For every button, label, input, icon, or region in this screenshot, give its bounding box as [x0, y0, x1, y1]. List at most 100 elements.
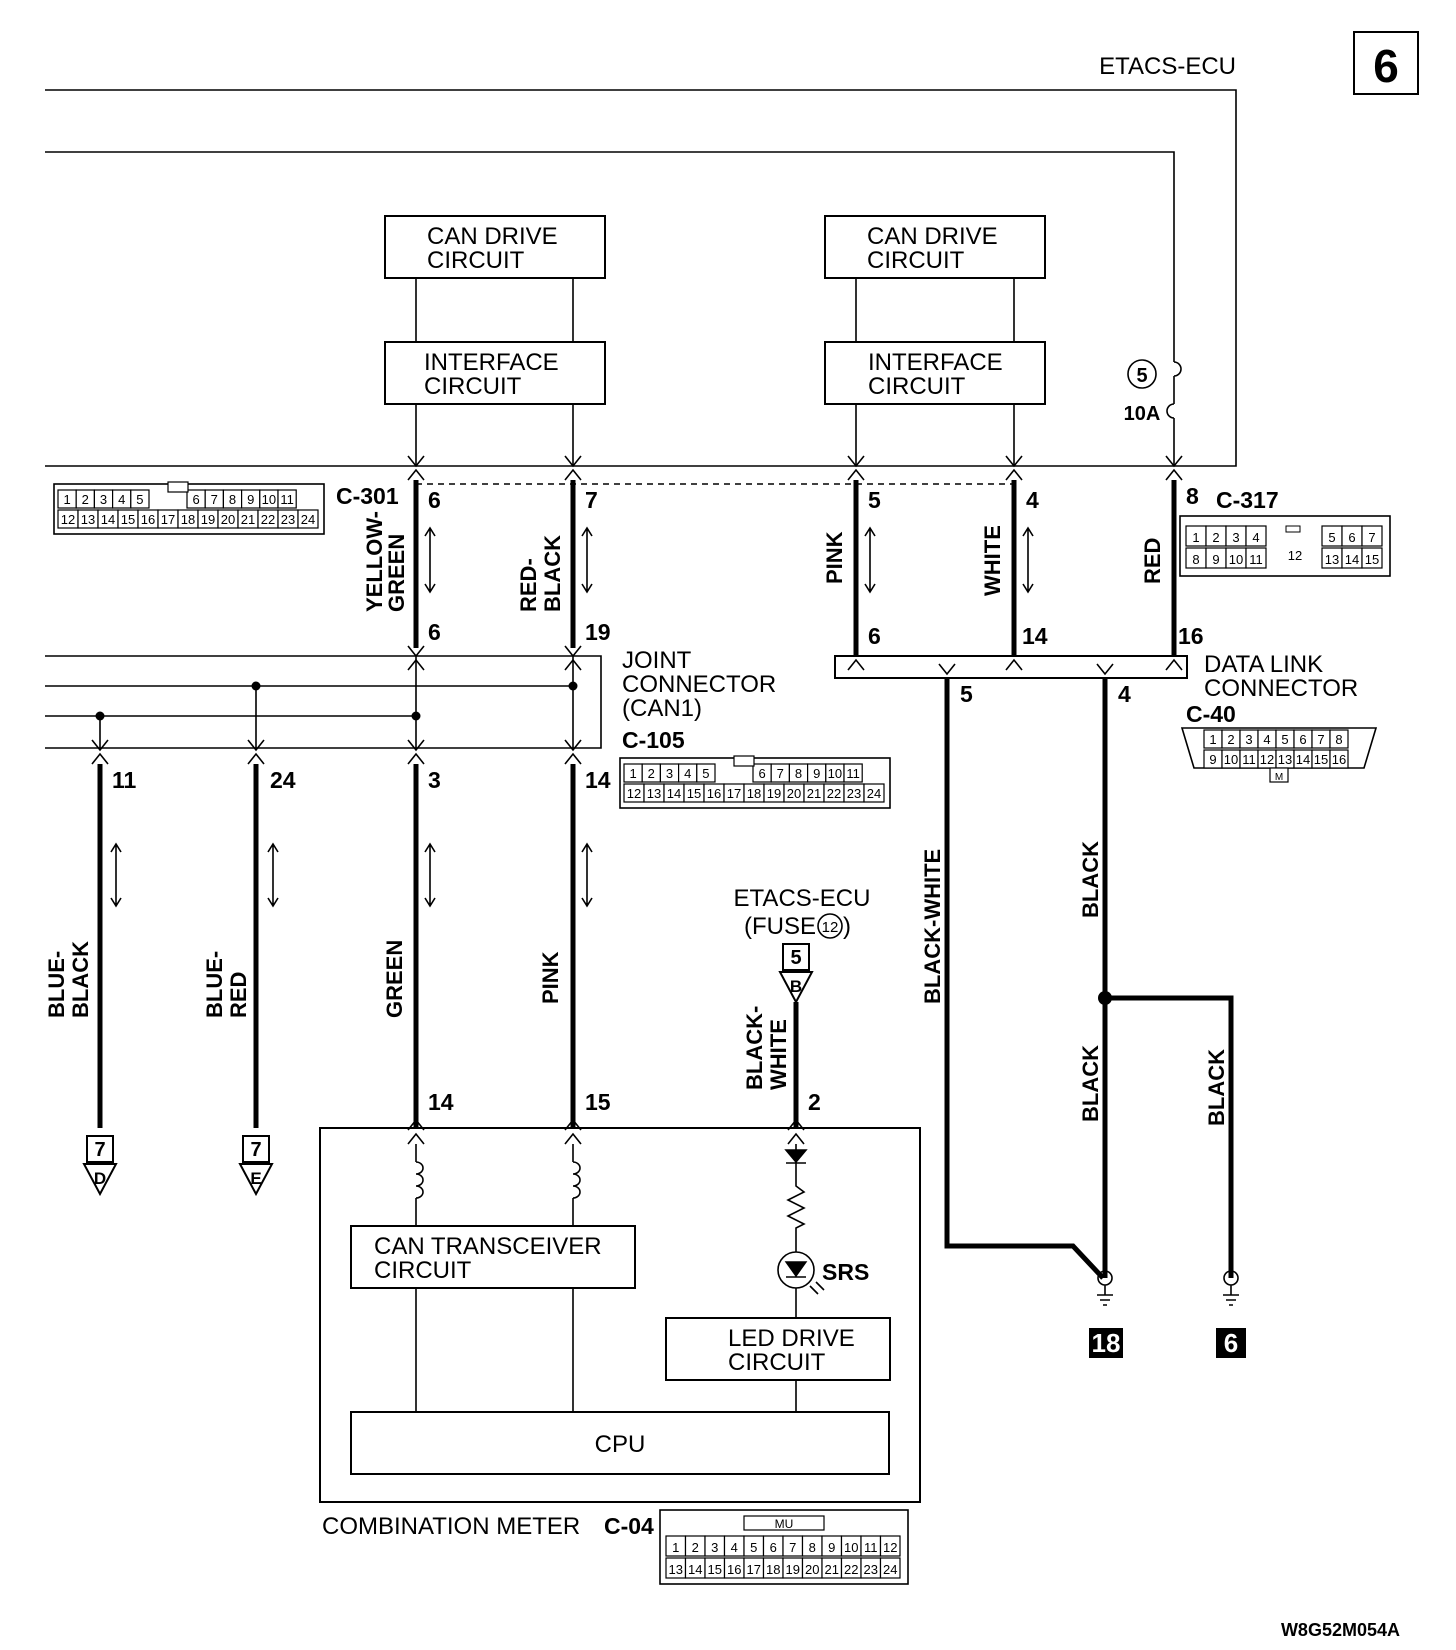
c301-cell-label: 21 — [241, 512, 255, 527]
c40-cell-label: 10 — [1224, 752, 1238, 767]
combination-meter-label: COMBINATION METER — [322, 1513, 580, 1540]
wire-black-branch — [1105, 995, 1234, 1278]
c301-cell — [297, 509, 319, 529]
c04-cell-label: 1 — [672, 1540, 679, 1555]
can-transceiver-label-1: CAN TRANSCEIVER — [374, 1233, 602, 1260]
wire-black-white-dlc — [944, 678, 1105, 1280]
c40-cell-label: 15 — [1314, 752, 1328, 767]
pin-meter-15: 15 — [585, 1089, 611, 1115]
c105-cell-label: 7 — [777, 766, 784, 781]
c301-cell-label: 4 — [118, 492, 125, 507]
ground-18-badge — [1089, 1328, 1123, 1358]
c301-cell-label: 24 — [301, 512, 315, 527]
pin-dlc-6: 6 — [868, 623, 881, 649]
c105-cell-label: 1 — [629, 766, 636, 781]
c40-cell-label: 8 — [1335, 732, 1342, 747]
wire-label-white: WHITE — [980, 525, 1005, 596]
page-number: 6 — [1373, 40, 1399, 92]
c301-cell-label: 23 — [281, 512, 295, 527]
etacs-terminal-marks — [407, 455, 1183, 481]
black-splice-dot — [1098, 991, 1112, 1005]
c105-cell-label: 8 — [795, 766, 802, 781]
pin-dlc-16: 16 — [1178, 623, 1204, 649]
joint-connector-outline — [45, 655, 602, 749]
can-drive-circuit-right — [824, 215, 1046, 279]
c317-cell-label: 1 — [1192, 530, 1199, 545]
c105-cell — [696, 763, 716, 783]
etacs-internal-lines — [415, 278, 1015, 466]
pin-c301-4: 4 — [1026, 487, 1039, 513]
pin-meter-2: 2 — [808, 1089, 821, 1115]
pin-joint-19: 19 — [585, 619, 611, 645]
wire-label-yellow-green-1: YELLOW- — [362, 511, 387, 612]
joint-dot-3 — [411, 711, 421, 721]
interface-right-label-1: INTERFACE — [868, 349, 1003, 376]
wire-label-pink-top: PINK — [822, 531, 847, 584]
c04-cell-label: 21 — [825, 1562, 839, 1577]
c40-cell-label: 1 — [1209, 732, 1216, 747]
c301-cell — [130, 489, 150, 509]
c301-cell — [277, 489, 297, 509]
wire-label-yellow-green-2: GREEN — [384, 534, 409, 612]
c317-cell — [1361, 525, 1383, 547]
continuation-d-page-box — [86, 1135, 114, 1163]
c317-cell-label: 8 — [1192, 552, 1199, 567]
c317-cell-label: 5 — [1328, 530, 1335, 545]
led-drive-label-2: CIRCUIT — [728, 1349, 826, 1376]
c301-cell-label: 12 — [61, 512, 75, 527]
c301-cell-label: 2 — [82, 492, 89, 507]
srs-label: SRS — [822, 1259, 869, 1285]
wire-label-black-white-meter-2: WHITE — [766, 1019, 791, 1090]
c105-cell-label: 19 — [767, 786, 781, 801]
connector-c105-name: C-105 — [622, 727, 685, 753]
c105-cell — [843, 763, 863, 783]
c04-cell-label: 22 — [844, 1562, 858, 1577]
c04-cell-label: 3 — [711, 1540, 718, 1555]
dlc-terminal-marks — [847, 658, 1183, 676]
data-link-connector-bar — [834, 655, 1188, 679]
pin-joint-3: 3 — [428, 767, 441, 793]
joint-connector-label-1: JOINT — [622, 647, 692, 674]
interface-right-label-2: CIRCUIT — [868, 373, 966, 400]
c40-marker-box — [1269, 767, 1289, 783]
c105-cell-label: 22 — [827, 786, 841, 801]
c105-key — [733, 755, 755, 767]
etacs-ecu-title: ETACS-ECU — [1099, 53, 1236, 80]
wire-label-black-3: BLACK — [1204, 1049, 1229, 1126]
can-transceiver-box — [350, 1225, 636, 1289]
ground-18-label: 18 — [1092, 1328, 1121, 1358]
pin-meter-14: 14 — [428, 1089, 454, 1115]
c04-cell-label: 7 — [789, 1540, 796, 1555]
c317-key — [1285, 525, 1301, 533]
c301-cell-label: 10 — [262, 492, 276, 507]
pin-c317-8: 8 — [1186, 483, 1199, 509]
c40-cell-label: 14 — [1296, 752, 1310, 767]
can-transceiver-label-2: CIRCUIT — [374, 1257, 472, 1284]
c40-cell-label: 7 — [1317, 732, 1324, 747]
c105-cell-label: 17 — [727, 786, 741, 801]
led-drive-label-1: LED DRIVE — [728, 1325, 855, 1352]
interface-circuit-left — [384, 341, 606, 405]
c317-cell-label: 14 — [1345, 552, 1359, 567]
c04-marker-box — [743, 1515, 825, 1531]
srs-led-diode — [784, 1261, 808, 1278]
joint-connector-label-2: CONNECTOR — [622, 671, 776, 698]
c301-key — [167, 481, 189, 493]
wire-label-black-1: BLACK — [1078, 841, 1103, 918]
c317-cell-label: 7 — [1368, 530, 1375, 545]
c40-cell — [1329, 749, 1349, 769]
c40-cell-label: 4 — [1263, 732, 1270, 747]
c317-cell-label: 11 — [1249, 552, 1263, 567]
cpu-label: CPU — [595, 1431, 646, 1458]
meter-terminal-marks — [407, 1118, 805, 1145]
c317-cell-label: 13 — [1325, 552, 1339, 567]
c04-cell-label: 8 — [809, 1540, 816, 1555]
c40-cell-label: 13 — [1278, 752, 1292, 767]
wire-label-black-white-meter-1: BLACK- — [742, 1006, 767, 1090]
c105-cell-label: 14 — [667, 786, 681, 801]
etacs-fuse-ref-letter: B — [790, 977, 802, 996]
etacs-fuse-ref-triangle — [778, 971, 814, 1005]
c04-marker: MU — [775, 1517, 794, 1531]
c317-cell-label: 10 — [1229, 552, 1243, 567]
